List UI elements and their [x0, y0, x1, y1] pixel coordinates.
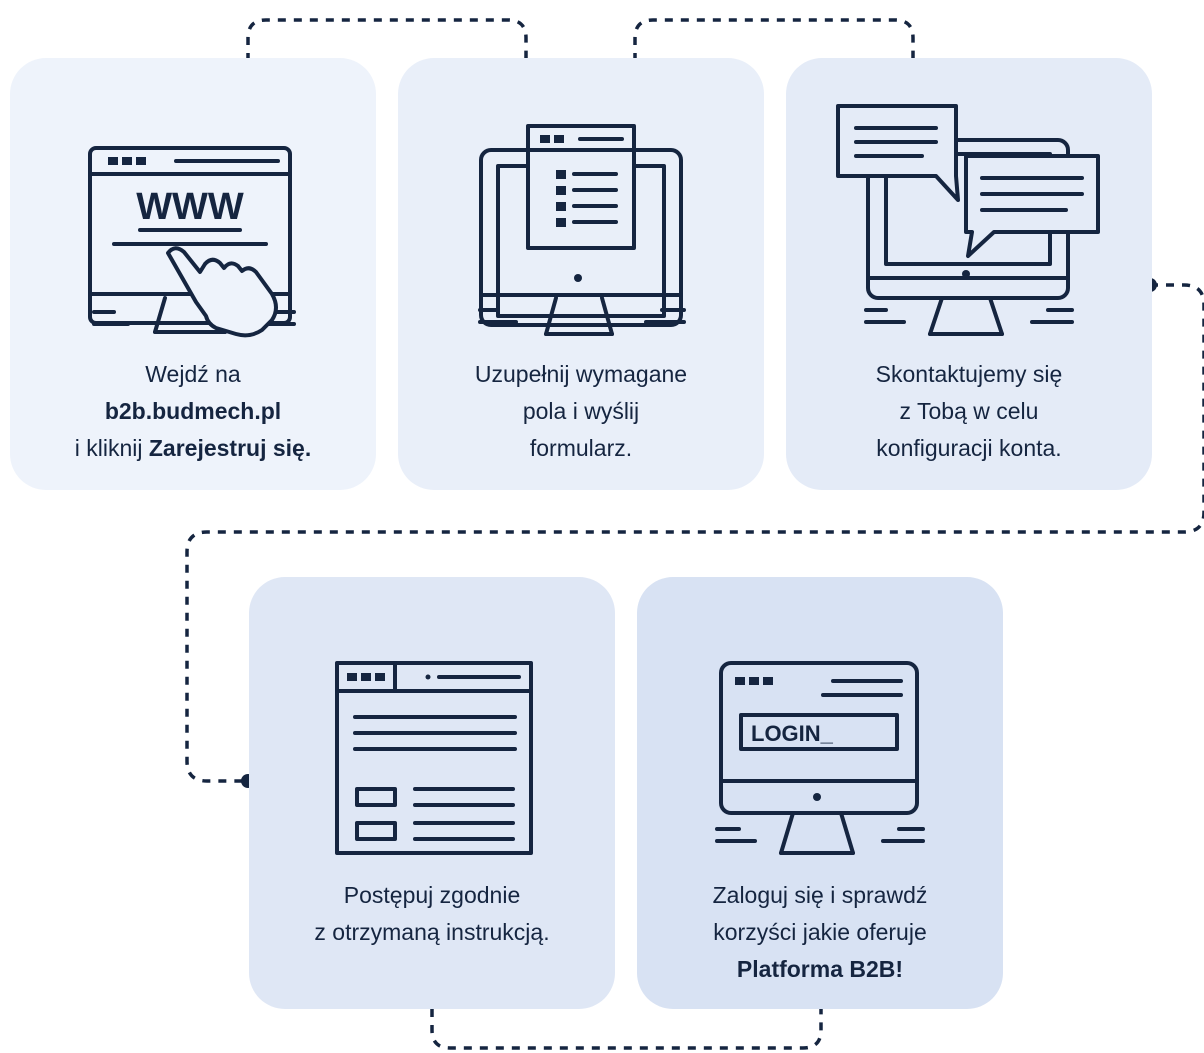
caption-line: Zaloguj się i sprawdź: [712, 882, 928, 908]
monitor-chat-bubbles-icon: [836, 104, 1100, 336]
step-card-register: WWW Wejdź na b2b.budmech.pl i kliknij Za…: [10, 58, 376, 490]
step-caption: Zaloguj się i sprawdź korzyści jakie ofe…: [637, 877, 1003, 988]
caption-line: konfiguracji konta.: [876, 435, 1062, 461]
caption-line: pola i wyślij: [522, 398, 640, 424]
step-caption: Skontaktujemy się z Tobą w celu konfigur…: [786, 356, 1152, 467]
document-window-icon: [335, 661, 533, 855]
step-card-fill-form: Uzupełnij wymagane pola i wyślij formula…: [398, 58, 764, 490]
www-label: WWW: [136, 186, 244, 228]
caption-line: korzyści jakie oferuje: [713, 919, 927, 945]
register-link-text[interactable]: Zarejestruj się.: [148, 435, 312, 461]
login-field-text: LOGIN_: [751, 721, 834, 746]
platform-name: Platforma B2B!: [736, 956, 904, 982]
step-caption: Wejdź na b2b.budmech.pl i kliknij Zareje…: [10, 356, 376, 467]
browser-www-click-icon: WWW: [88, 146, 296, 338]
caption-line: Postępuj zgodnie: [343, 882, 521, 908]
step-card-login: LOGIN_ Zaloguj się i sprawdź korzyści ja…: [637, 577, 1003, 1009]
caption-line: b2b.budmech.pl: [10, 393, 376, 430]
caption-line: Wejdź na: [10, 356, 376, 393]
monitor-login-icon: LOGIN_: [715, 661, 925, 855]
website-link-text[interactable]: b2b.budmech.pl: [104, 398, 282, 424]
caption-line: i kliknij Zarejestruj się.: [10, 430, 376, 467]
caption-line: z Tobą w celu: [899, 398, 1039, 424]
step-caption: Postępuj zgodnie z otrzymaną instrukcją.: [249, 877, 615, 951]
caption-line: Platforma B2B!: [637, 951, 1003, 988]
step-card-contact: Skontaktujemy się z Tobą w celu konfigur…: [786, 58, 1152, 490]
caption-line: Skontaktujemy się: [875, 361, 1063, 387]
caption-line: formularz.: [529, 435, 633, 461]
caption-line: z otrzymaną instrukcją.: [314, 919, 550, 945]
caption-line: Uzupełnij wymagane: [474, 361, 688, 387]
caption-text: i kliknij: [74, 435, 149, 461]
caption-text: Wejdź na: [145, 361, 241, 387]
step-card-instructions: Postępuj zgodnie z otrzymaną instrukcją.: [249, 577, 615, 1009]
monitor-form-icon: [478, 124, 686, 336]
step-caption: Uzupełnij wymagane pola i wyślij formula…: [398, 356, 764, 467]
